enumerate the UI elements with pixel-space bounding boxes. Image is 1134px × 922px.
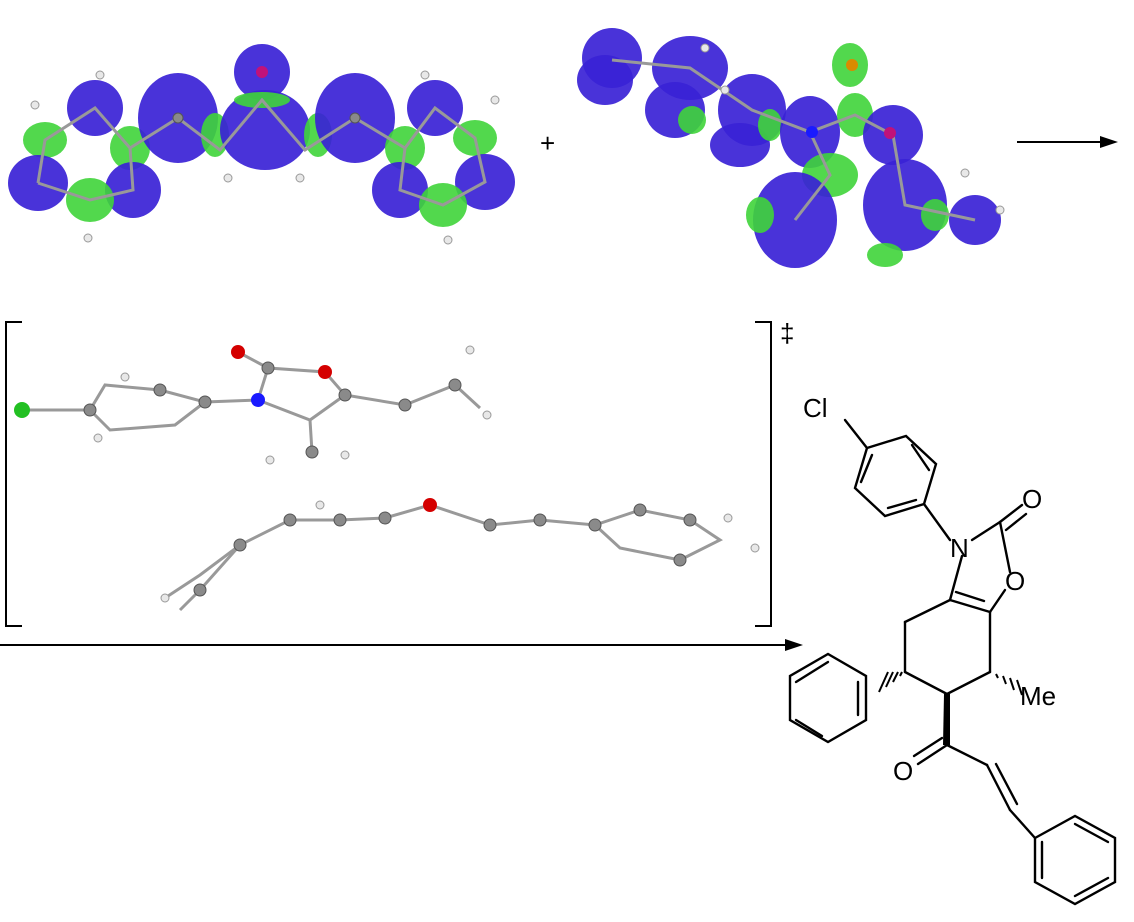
reactant-2-orbital bbox=[577, 28, 1005, 268]
label-carbonyl-o: O bbox=[1022, 484, 1042, 514]
label-ketone-o: O bbox=[893, 756, 913, 786]
transition-state-bracket bbox=[5, 321, 772, 627]
label-ring-o: O bbox=[1005, 566, 1025, 596]
transition-state-structure bbox=[14, 345, 760, 612]
product-structure: Cl N O O Me O bbox=[788, 393, 1117, 906]
plus-sign: + bbox=[540, 128, 555, 158]
label-n: N bbox=[950, 533, 969, 563]
label-cl: Cl bbox=[803, 393, 828, 423]
reactant-1-orbital bbox=[8, 44, 515, 245]
reaction-arrow-1 bbox=[1017, 136, 1118, 148]
reaction-arrow-2 bbox=[0, 639, 803, 651]
double-dagger: ‡ bbox=[780, 318, 794, 348]
label-me: Me bbox=[1020, 681, 1056, 711]
